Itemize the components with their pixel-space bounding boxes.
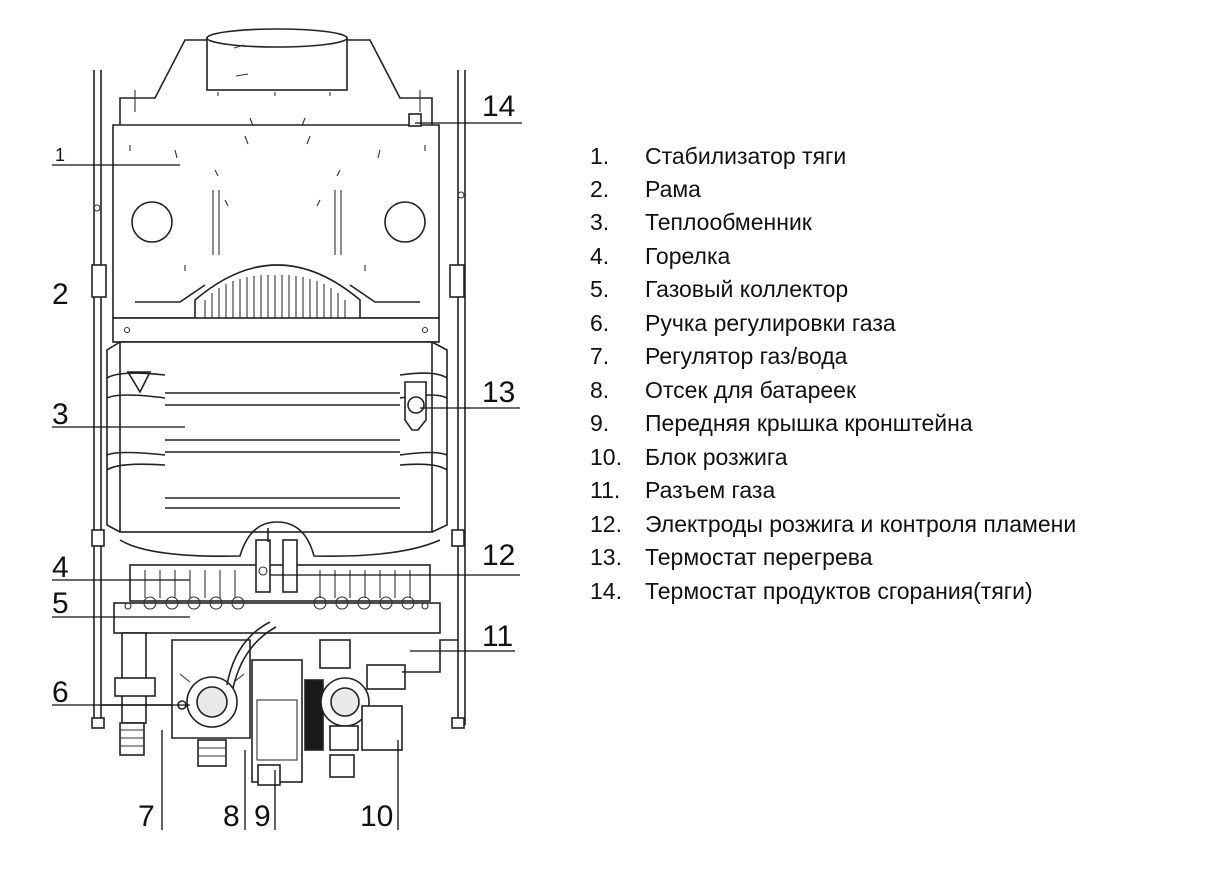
heat-exchanger [106,317,448,557]
callout-3: 3 [52,398,69,431]
callout-14: 14 [482,90,515,123]
legend-num: 6. [590,310,609,336]
legend-text: Горелка [645,243,731,269]
legend-num: 14. [590,578,622,604]
legend-num: 9. [590,410,609,436]
frame [91,70,466,729]
callout-11: 11 [482,620,513,653]
legend-num: 13. [590,544,622,570]
legend-num: 2. [590,176,609,202]
legend-num: 8. [590,377,609,403]
parts-legend: 1. Стабилизатор тяги 2. Рама 3. Теплообм… [590,143,1076,604]
draft-stabilizer [112,28,440,319]
callout-5: 5 [52,587,69,620]
legend-text: Газовый коллектор [645,276,848,302]
legend-num: 4. [590,243,609,269]
legend-text: Блок розжига [645,444,788,470]
water-inlet-pipe [101,632,186,756]
callout-4: 4 [52,551,69,584]
callout-9: 9 [254,800,271,833]
legend-text: Электроды розжига и контроля пламени [645,511,1076,537]
callout-13: 13 [482,376,515,409]
legend-text: Термостат продуктов сгорания(тяги) [645,578,1033,604]
legend-text: Отсек для батареек [645,377,857,403]
callout-10: 10 [360,800,393,833]
legend-num: 11. [590,477,620,503]
battery-compartment [226,621,303,786]
legend-text: Теплообменник [645,209,813,235]
callout-1: 1 [55,145,65,165]
legend-num: 5. [590,276,609,302]
burner [129,528,431,602]
legend-text: Стабилизатор тяги [645,143,846,169]
callout-7: 7 [138,800,155,833]
legend-text: Ручка регулировки газа [645,310,896,336]
leader-lines [52,122,522,830]
legend-num: 7. [590,343,609,369]
legend-text: Термостат перегрева [645,544,873,570]
callout-12: 12 [482,539,515,572]
callout-2: 2 [52,278,69,311]
gas-manifold [113,596,441,634]
legend-num: 10. [590,444,622,470]
legend-text: Регулятор газ/вода [645,343,848,369]
legend-num: 12. [590,511,622,537]
legend-num: 1. [590,143,609,169]
ignition-block [304,639,458,778]
legend-text: Рама [645,176,701,202]
legend-text: Передняя крышка кронштейна [645,410,973,436]
callout-6: 6 [52,676,69,709]
legend-num: 3. [590,209,609,235]
callout-8: 8 [223,800,240,833]
callouts: 1 2 3 4 5 6 7 8 9 10 11 12 13 14 [52,90,515,833]
legend-text: Разъем газа [645,477,775,503]
gas-water-regulator [171,639,251,767]
